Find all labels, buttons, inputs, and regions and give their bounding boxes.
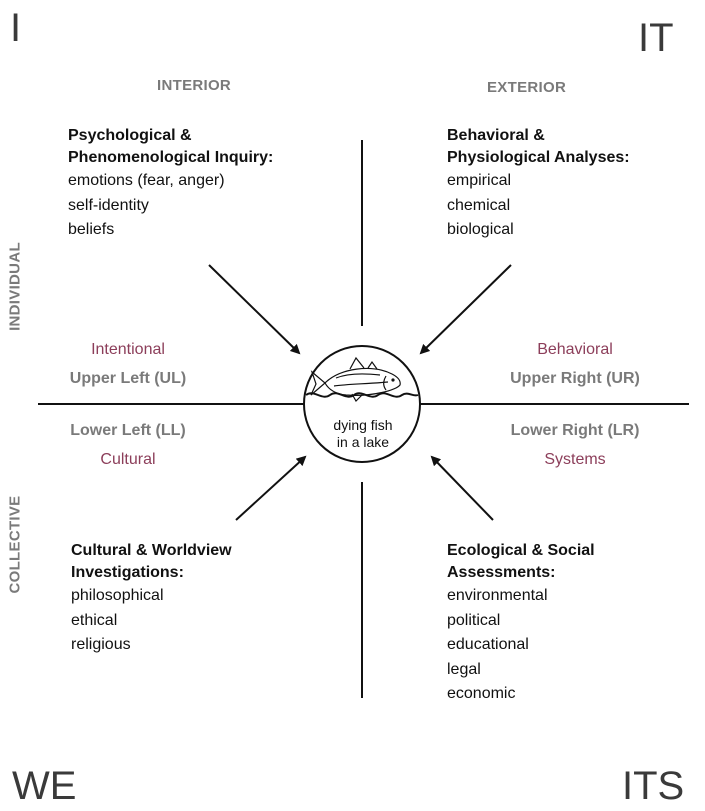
- list-item: self-identity: [68, 196, 149, 214]
- quadrant-ur-list: empirical chemical biological: [447, 169, 630, 243]
- list-item: economic: [447, 685, 516, 702]
- quadrant-ll-list: philosophical ethical religious: [71, 584, 232, 658]
- quadrant-lr-title-line2: Assessments:: [447, 564, 556, 581]
- list-item: biological: [447, 221, 514, 238]
- perspective-label-ur: Behavioral: [537, 341, 613, 358]
- quadrant-ur-title-line2: Physiological Analyses:: [447, 149, 630, 166]
- corner-label-its: ITS: [622, 764, 685, 808]
- list-item: philosophical: [71, 587, 164, 604]
- collective-header: COLLECTIVE: [6, 495, 24, 594]
- perspective-label-lr: Systems: [544, 451, 606, 468]
- fish-icon: [305, 356, 419, 402]
- list-item: chemical: [447, 196, 511, 214]
- quadrant-name-lr: Lower Right (LR): [510, 422, 640, 439]
- center-caption: dying fish in a lake: [305, 417, 421, 451]
- quadrant-ul-title-line2: Phenomenological Inquiry:: [68, 149, 274, 166]
- arrow-lr: [430, 455, 494, 521]
- corner-label-it: IT: [638, 16, 674, 60]
- quadrant-ll-title-line2: Investigations:: [71, 564, 184, 581]
- quadrant-lr-list: environmental political educational lega…: [447, 584, 595, 707]
- list-item: beliefs: [68, 221, 115, 238]
- list-item: empirical: [447, 172, 512, 189]
- list-item: educational: [447, 636, 529, 653]
- quadrant-ll-content: Cultural & Worldview Investigations: phi…: [71, 540, 232, 658]
- quadrant-name-ul: Upper Left (UL): [69, 370, 187, 387]
- perspective-label-ll: Cultural: [100, 451, 156, 468]
- interior-header: INTERIOR: [157, 77, 232, 94]
- quadrant-ul-title-line1: Psychological &: [68, 127, 192, 144]
- quadrant-ul-content: Psychological & Phenomenological Inquiry…: [68, 125, 273, 243]
- quadrant-lr-content: Ecological & Social Assessments: environ…: [447, 540, 595, 707]
- center-caption-line2: in a lake: [336, 434, 390, 450]
- quadrant-name-ur: Upper Right (UR): [510, 370, 640, 387]
- corner-label-we: WE: [12, 764, 77, 808]
- arrow-ll: [235, 455, 307, 521]
- quadrant-lr-title-line1: Ecological & Social: [447, 542, 595, 559]
- arrow-ur: [419, 264, 512, 355]
- center-caption-line1: dying fish: [333, 417, 393, 433]
- quadrant-ll-title-line1: Cultural & Worldview: [71, 542, 232, 559]
- quadrant-ur-content: Behavioral & Physiological Analyses: emp…: [447, 125, 630, 243]
- list-item: religious: [71, 636, 131, 653]
- quadrant-ur-title-line1: Behavioral &: [447, 127, 545, 144]
- perspective-label-ul: Intentional: [91, 341, 165, 358]
- list-item: ethical: [71, 611, 118, 629]
- corner-label-i: I: [10, 6, 22, 50]
- quadrant-ul-list: emotions (fear, anger) self-identity bel…: [68, 169, 273, 243]
- list-item: legal: [447, 660, 481, 678]
- list-item: environmental: [447, 587, 548, 604]
- list-item: political: [447, 611, 501, 629]
- list-item: emotions (fear, anger): [68, 172, 225, 189]
- quadrant-name-ll: Lower Left (LL): [70, 422, 186, 439]
- exterior-header: EXTERIOR: [487, 79, 567, 96]
- individual-header: INDIVIDUAL: [6, 242, 24, 331]
- arrow-ul: [208, 264, 301, 355]
